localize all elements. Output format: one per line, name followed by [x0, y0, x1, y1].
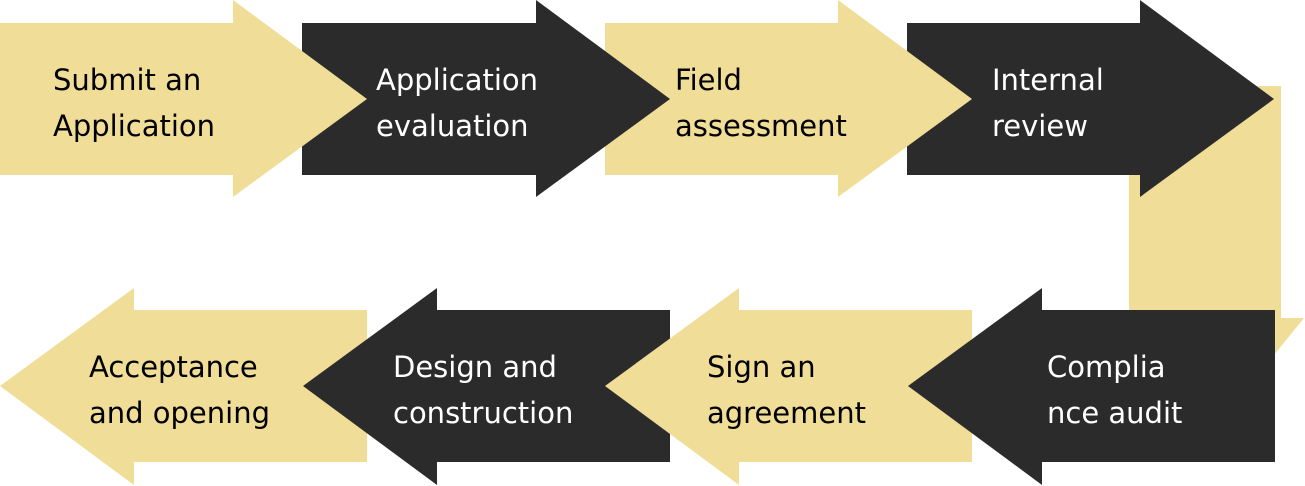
arrow-shape — [303, 288, 670, 485]
step-label-line1: Complia — [1047, 350, 1166, 384]
step-label-line2: Application — [53, 109, 215, 143]
step-label-line1: Sign an — [707, 350, 816, 384]
step-label-line1: Field — [675, 63, 742, 97]
step-arrow: Submit an Application — [0, 0, 367, 197]
arrow-shape — [0, 288, 367, 485]
step-label-line2: agreement — [707, 396, 866, 430]
step-label-line2: assessment — [675, 109, 847, 143]
arrow-shape — [302, 0, 670, 197]
step-label-line2: review — [992, 109, 1088, 143]
step-label-line2: evaluation — [376, 109, 529, 143]
step-arrow: Design and construction — [303, 288, 670, 485]
step-arrow: Acceptance and opening — [0, 288, 367, 485]
step-label-line2: construction — [393, 396, 573, 430]
step-arrow: Complia nce audit — [908, 288, 1275, 485]
step-arrow: Sign an agreement — [605, 288, 972, 485]
step-label-line1: Internal — [992, 63, 1104, 97]
step-label-line1: Submit an — [53, 63, 201, 97]
arrow-shape — [605, 288, 972, 485]
arrow-shape — [0, 0, 367, 197]
step-arrow: Field assessment — [605, 0, 972, 197]
step-arrow: Application evaluation — [302, 0, 670, 197]
arrow-shape — [907, 0, 1274, 197]
arrow-shape — [908, 288, 1275, 485]
step-label-line1: Application — [376, 63, 538, 97]
step-label-line2: nce audit — [1047, 396, 1182, 430]
step-label-line1: Design and — [393, 350, 557, 384]
step-label-line2: and opening — [89, 396, 270, 430]
arrow-shape — [605, 0, 972, 197]
step-label-line1: Acceptance — [89, 350, 258, 384]
step-arrow: Internal review — [907, 0, 1274, 197]
